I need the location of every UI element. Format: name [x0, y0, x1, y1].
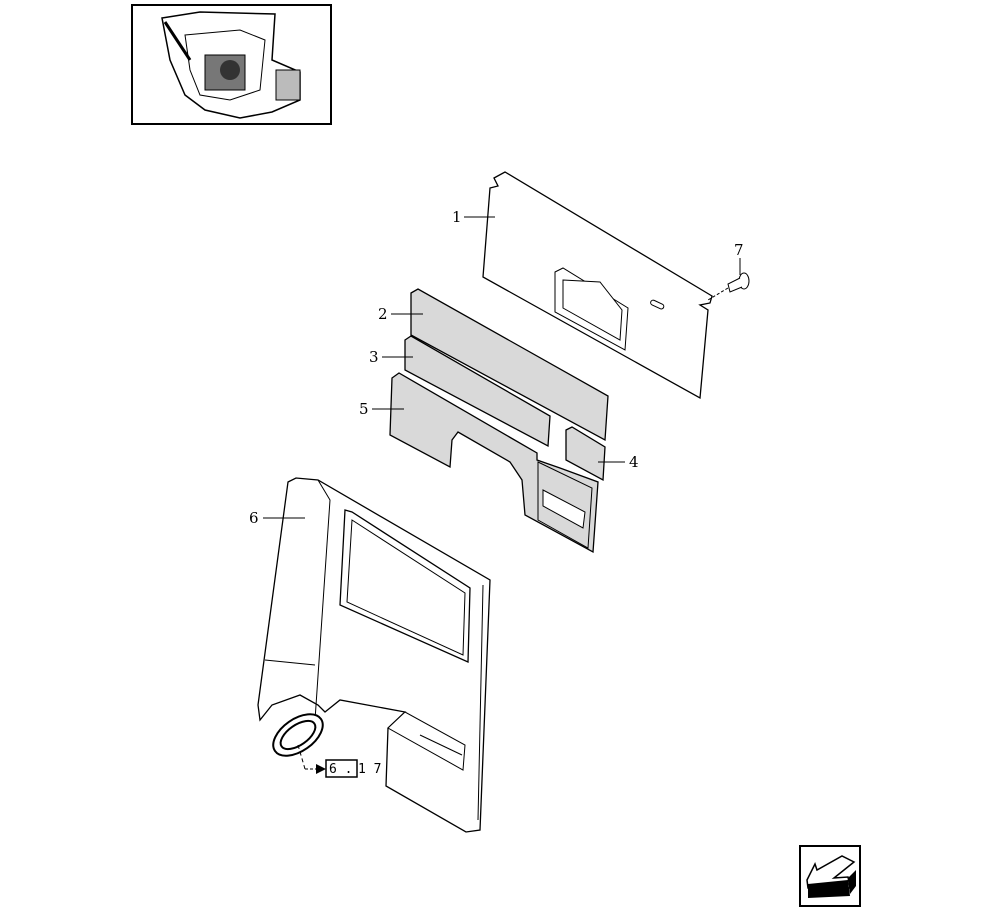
return-arrow-icon[interactable] — [799, 845, 861, 907]
callout-leaders — [263, 216, 741, 519]
overview-thumbnail[interactable] — [131, 4, 332, 125]
part-2-insulation — [410, 288, 609, 442]
reference-section: 6 . — [329, 762, 352, 777]
reference-arrow-icon — [316, 764, 326, 774]
callout-6: 6 — [249, 509, 259, 527]
callout-7: 7 — [734, 241, 744, 259]
part-3-insulation — [404, 335, 551, 448]
callout-3: 3 — [369, 348, 379, 366]
reference-page: 1 7 — [358, 762, 381, 777]
callout-5: 5 — [359, 400, 369, 418]
callout-2: 2 — [378, 305, 388, 323]
part-4-insulation — [565, 426, 606, 482]
part-1-panel — [482, 171, 713, 400]
callout-1: 1 — [452, 208, 462, 226]
part-5-insulation — [389, 372, 599, 554]
part-6-housing — [257, 477, 491, 833]
reference-link[interactable]: 6 . 1 7 — [316, 759, 381, 778]
part-7-bolt — [707, 272, 750, 301]
callout-4: 4 — [629, 453, 639, 471]
